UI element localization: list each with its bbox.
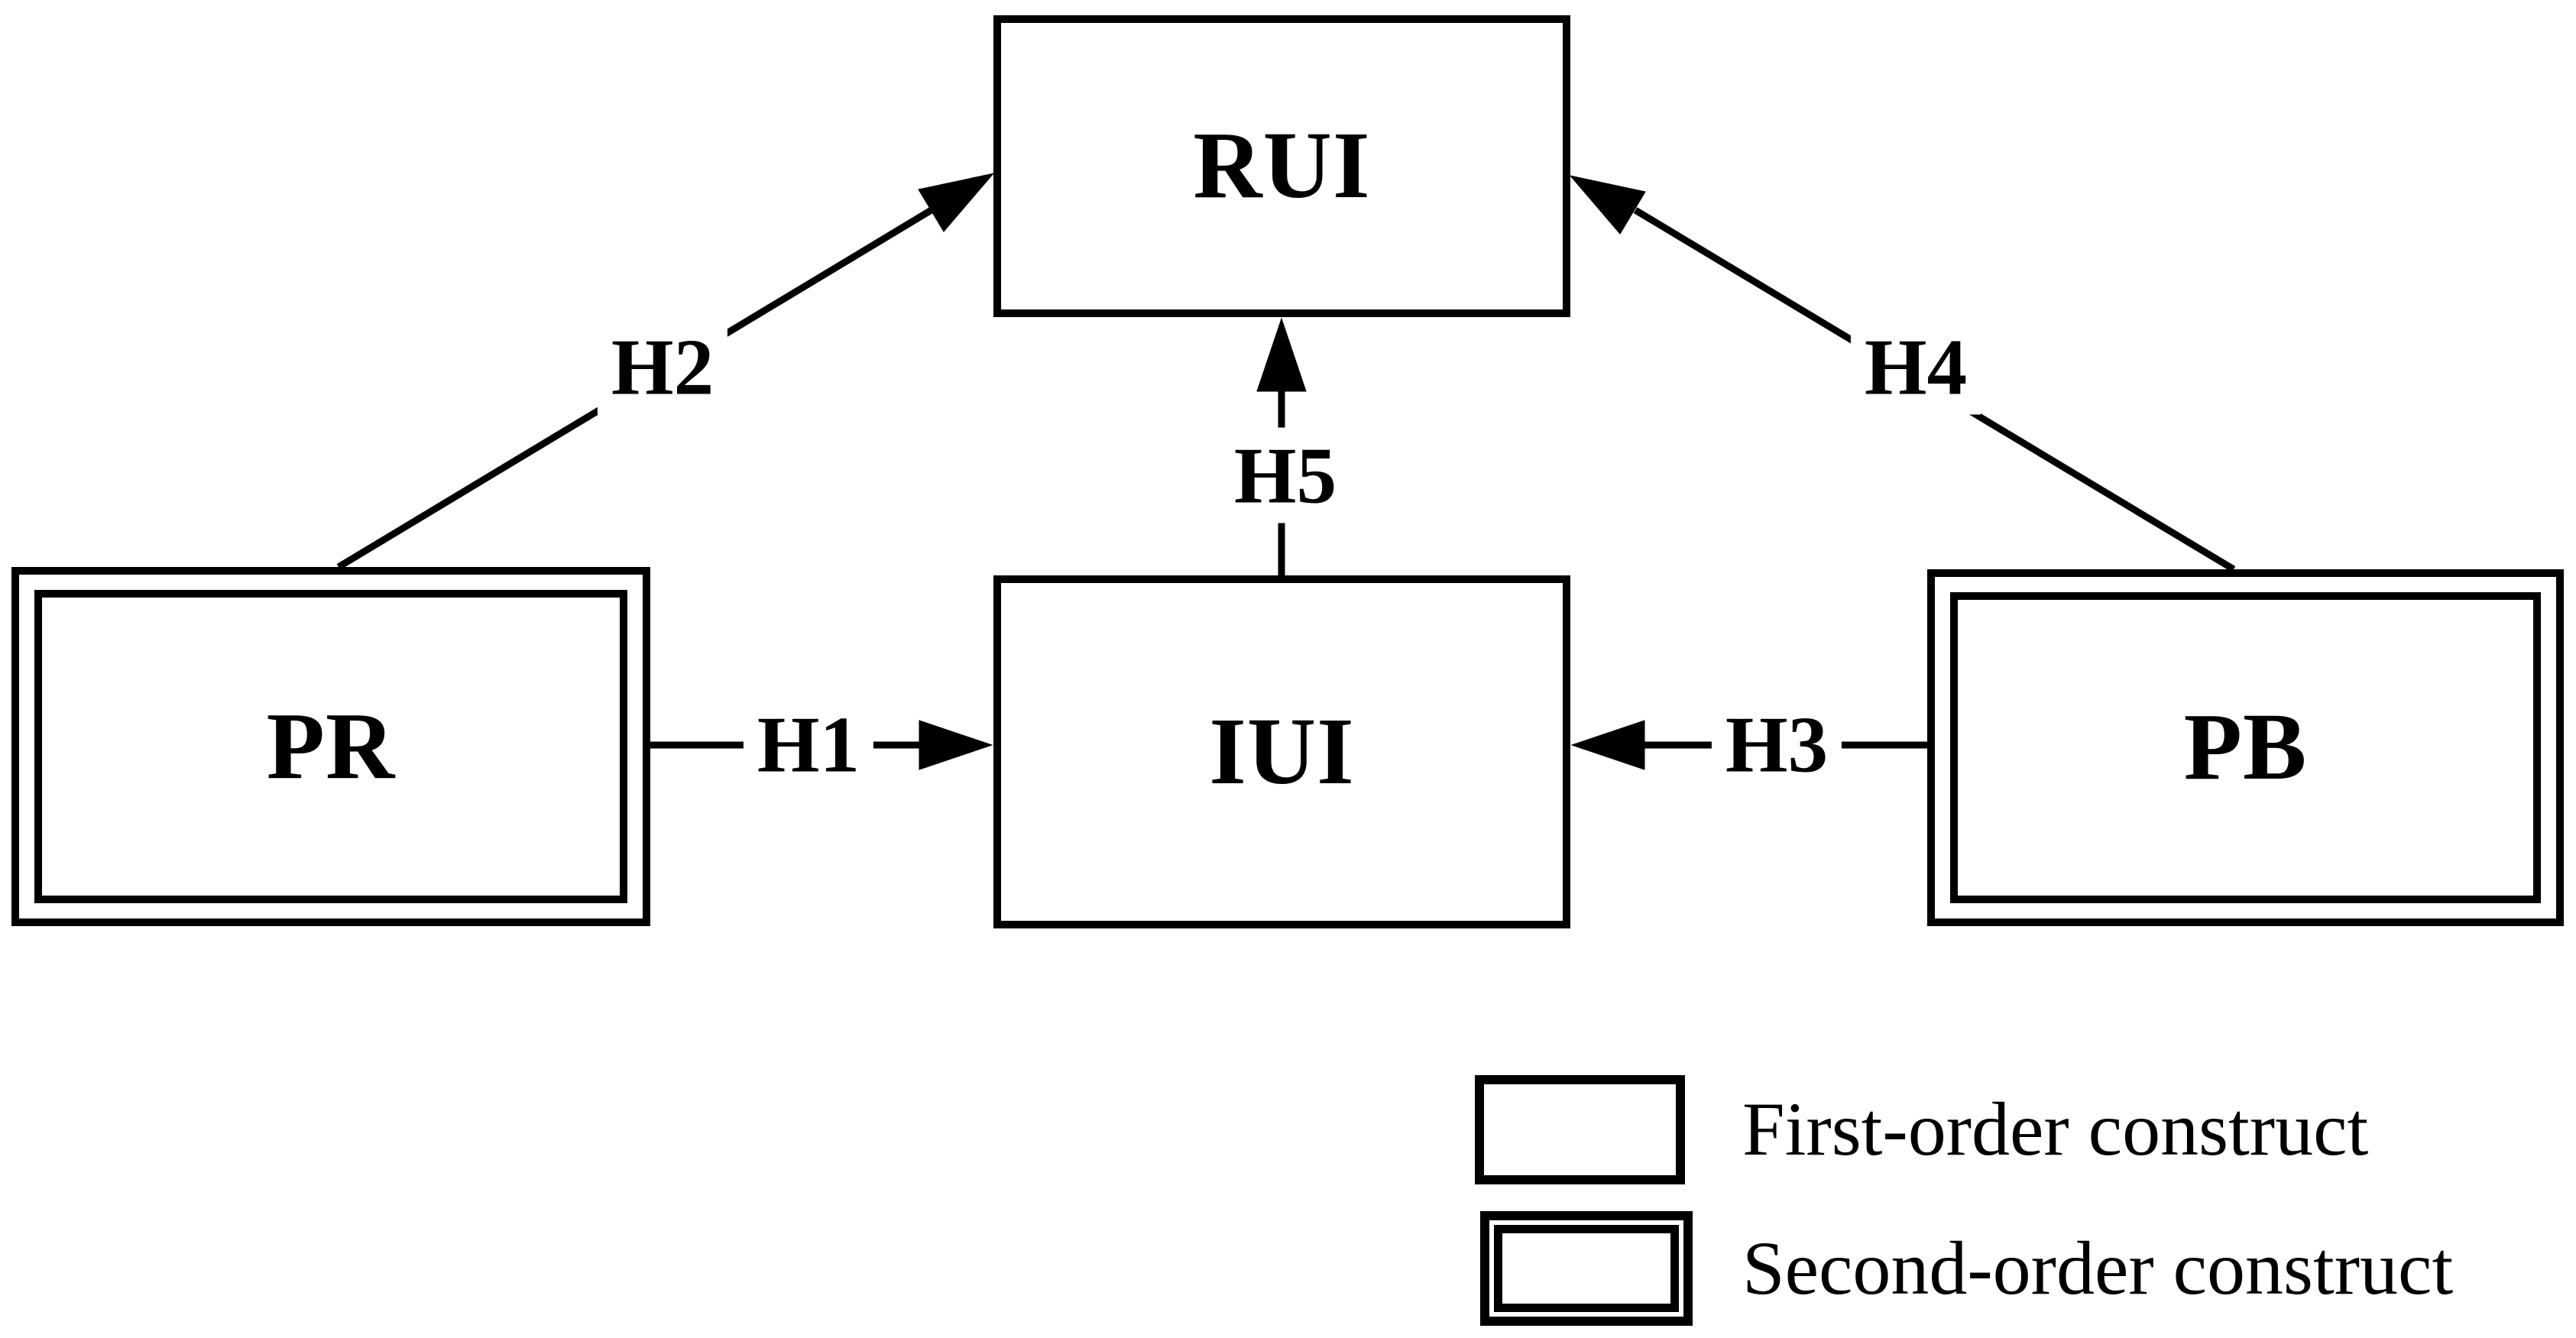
edge-h2-arrowhead [918,173,995,232]
edge-h1-arrowhead [919,720,993,770]
node-pb: PB [1927,569,2564,926]
legend-second-order-swatch [1480,1211,1693,1326]
edge-h2-label: H2 [597,319,728,415]
legend-first-order-label: First-order construct [1742,1087,2369,1171]
edge-h1-label: H1 [743,696,874,792]
edge-h5-label: H5 [1220,427,1351,523]
edge-h4-arrowhead [1569,175,1646,235]
node-iui-label: IUI [1209,698,1355,805]
node-pb-label: PB [2183,695,2308,800]
node-rui: RUI [993,15,1570,317]
edge-h5-arrowhead [1256,317,1307,392]
node-pr: PR [11,567,650,926]
node-iui: IUI [993,575,1570,928]
legend-second-order-inner-border [1494,1225,1679,1312]
legend-first-order-swatch [1475,1075,1685,1184]
edge-h4-label: H4 [1850,319,1981,415]
node-pr-label: PR [266,693,396,799]
node-rui-label: RUI [1193,113,1371,219]
legend-second-order-label: Second-order construct [1742,1226,2454,1310]
edge-h3-arrowhead [1570,720,1645,770]
edge-h3-label: H3 [1711,696,1842,792]
